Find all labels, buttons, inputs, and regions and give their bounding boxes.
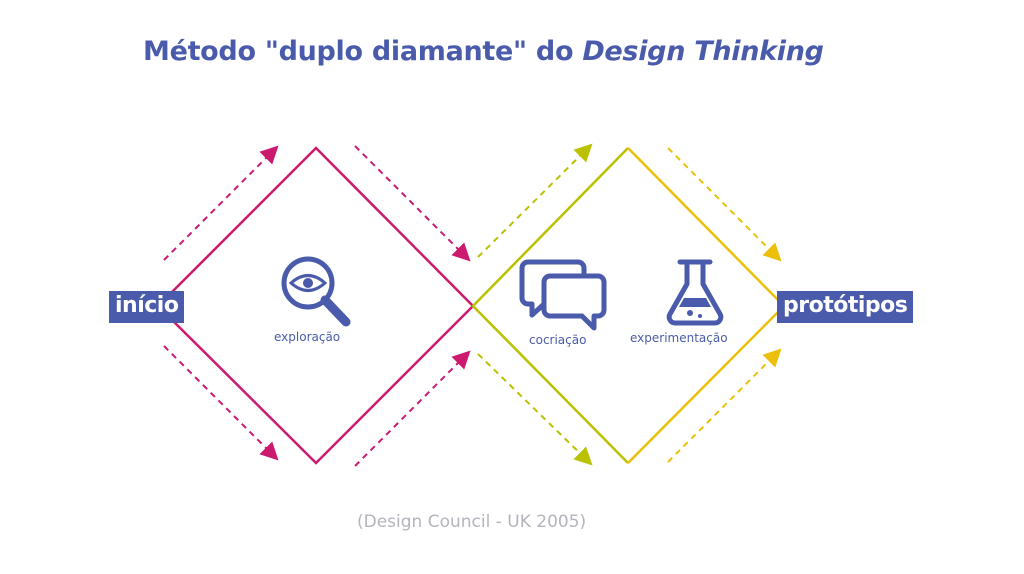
title-emphasis: Design Thinking [582, 36, 824, 67]
arrow-diverge-down-1 [163, 345, 279, 461]
diamond-develop-left [471, 147, 629, 464]
stage-label-exploration: exploração [274, 330, 341, 344]
arrow-converge-down-2 [667, 147, 782, 262]
end-label: protótipos [777, 291, 914, 323]
diagram-title: Método "duplo diamante" do Design Thinki… [143, 36, 824, 67]
arrow-diverge-up-2 [477, 143, 593, 258]
arrow-diverge-down-2 [477, 353, 593, 466]
magnifier-eye-icon [281, 256, 351, 327]
flask-icon [666, 259, 724, 326]
title-prefix: Método "duplo diamante" do [143, 36, 583, 67]
arrow-converge-down-1 [354, 145, 471, 262]
source-citation: (Design Council - UK 2005) [357, 512, 587, 532]
arrow-converge-up-1 [354, 350, 471, 467]
stage-label-cocreation: cocriação [529, 333, 587, 347]
arrow-diverge-up-1 [163, 145, 279, 261]
stage-label-experimentation: experimentação [630, 331, 728, 345]
start-label: início [109, 291, 185, 323]
arrow-converge-up-2 [667, 348, 782, 463]
speech-bubbles-icon [519, 259, 607, 331]
